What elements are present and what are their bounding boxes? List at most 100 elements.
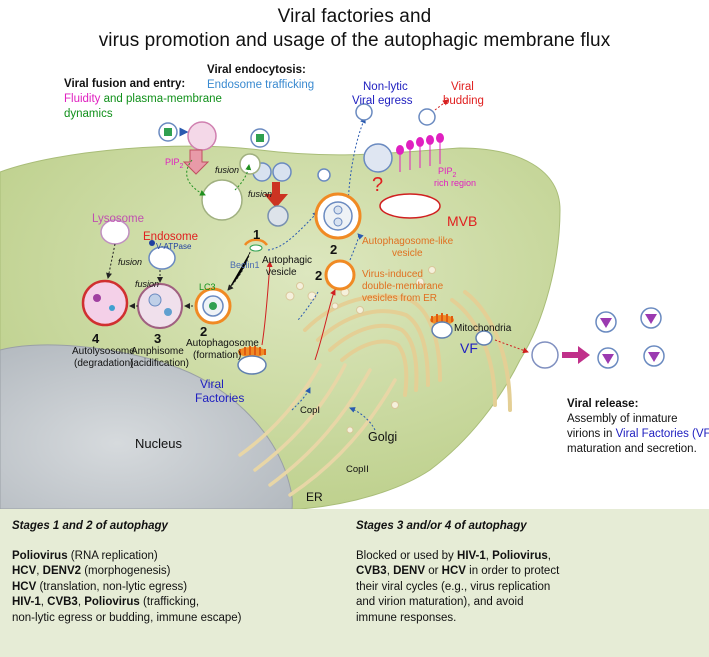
nonlytic-label-2: Viral egress: [352, 95, 413, 107]
bold-text: Poliovirus: [12, 549, 68, 562]
amphisome-label-2: (acidification): [130, 358, 189, 369]
viral-factory-left-vesicle: [237, 355, 267, 375]
text: (trafficking,: [139, 596, 200, 608]
text: non-lytic egress or budding, immune esca…: [12, 611, 242, 624]
autolysosome-label-2: (degradation): [74, 358, 134, 369]
stages-1-2-line: HCV, DENV2 (morphogenesis): [12, 564, 241, 580]
mitochondria: [475, 330, 493, 346]
lc3-label: LC3: [199, 282, 216, 292]
text: ,: [386, 565, 394, 577]
virus-induced-label-2: double-membrane: [362, 281, 444, 292]
dynamics-label: dynamics: [64, 108, 113, 120]
pip2-right: PIP2: [438, 165, 456, 182]
mitochondria-label: Mitochondria: [454, 323, 512, 334]
bold-text: HCV: [12, 565, 37, 577]
mvb-label: MVB: [447, 213, 478, 229]
bold-text: Poliovirus: [492, 549, 548, 562]
release-viral-factories: Viral Factories (VFs): [615, 428, 709, 440]
stages-3-4-line: their viral cycles (e.g., virus replicat…: [356, 580, 559, 596]
viral-budding-label-1: Viral: [451, 81, 474, 93]
stages-1-2-heading: Stages 1 and 2 of autophagy: [12, 520, 168, 532]
fusion-label-1: fusion: [215, 165, 240, 175]
diagram-title-line2: virus promotion and usage of the autopha…: [98, 30, 611, 51]
copi-label: CopI: [300, 405, 321, 416]
text: ,: [36, 565, 43, 577]
bold-text: Poliovirus: [84, 596, 140, 608]
stage-1-number: 1: [253, 227, 261, 242]
release-arrow: [562, 346, 590, 364]
stages-3-4-line: Blocked or used by HIV-1, Poliovirus,: [356, 549, 559, 565]
autophagosome-label-1: Autophagosome: [186, 338, 259, 349]
viral-release-heading: Viral release:: [567, 398, 639, 410]
text: (morphogenesis): [81, 565, 171, 577]
stages-3-4-line: and virion maturation), and avoid: [356, 595, 559, 611]
stage-3-number: 3: [154, 331, 162, 346]
stages-1-2-line: non-lytic egress or budding, immune esca…: [12, 611, 241, 627]
bold-text: DENV: [393, 565, 426, 577]
autolysosome-label-1: Autolysosome: [72, 346, 135, 357]
stages-3-4-line: immune responses.: [356, 611, 559, 627]
bold-text: CVB3: [356, 565, 387, 577]
viral-factory-left: [238, 346, 266, 357]
stage-2-number-b: 2: [315, 268, 323, 283]
autophagosome-like-label-1: Autophagosome-like: [362, 236, 454, 247]
release-line-1: Assembly of inmature: [567, 413, 678, 425]
pip2-left-text: PIP: [165, 157, 180, 167]
diagram-title-line1: Viral factories and: [277, 6, 432, 27]
autophagosome-like-vesicle: [314, 192, 362, 240]
stage-4-number: 4: [92, 331, 100, 346]
stages-1-2-line: HIV-1, CVB3, Poliovirus (trafficking,: [12, 595, 241, 611]
viral-factory-right: [430, 313, 454, 325]
viral-factories-label-2: Factories: [195, 391, 245, 405]
phagophore: [243, 238, 269, 246]
stage-2-number-c: 2: [200, 324, 208, 339]
autophagosome-label-2: (formation): [193, 350, 242, 361]
autophagic-vesicle-label-1: Autophagic: [262, 255, 313, 266]
nucleus-label: Nucleus: [135, 436, 182, 451]
nonlytic-label-1: Non-lytic: [363, 81, 408, 93]
text: (translation, non-lytic egress): [36, 580, 188, 593]
released-virions: [595, 307, 665, 369]
autophagic-vesicle-label-2: vesicle: [266, 267, 297, 278]
rich-region-label: rich region: [434, 178, 477, 188]
endosome: [148, 246, 176, 270]
fusion-label-3: fusion: [118, 257, 143, 267]
text: ,: [547, 549, 551, 562]
endosome-trafficking-label: Endosome trafficking: [207, 79, 315, 91]
fusion-label-2: fusion: [248, 189, 273, 199]
release-line-2: virions in Viral Factories (VFs),: [567, 428, 709, 441]
virus-induced-label-3: vesicles from ER: [362, 293, 438, 304]
autolysosome: [81, 279, 129, 327]
stages-3-4-heading: Stages 3 and/or 4 of autophagy: [356, 520, 527, 532]
stage-2-number-a: 2: [330, 242, 338, 257]
bold-text: CVB3: [47, 596, 78, 608]
viral-factories-label-1: Viral: [200, 377, 224, 391]
and-label: and: [100, 93, 127, 105]
golgi-stack: [303, 290, 512, 412]
endosome-label: Endosome: [143, 231, 198, 243]
text: immune responses.: [356, 611, 457, 624]
copii-label: CopII: [346, 464, 369, 475]
golgi-label: Golgi: [368, 430, 398, 444]
bold-text: HIV-1: [457, 549, 486, 562]
text: in order to protect: [465, 565, 560, 577]
text: Blocked or used by: [356, 549, 458, 562]
question-mark: ?: [372, 174, 384, 196]
fluidity-line: Fluidity and plasma-membrane: [64, 93, 222, 106]
stages-1-2-line: Poliovirus (RNA replication): [12, 549, 241, 565]
pip2-left-sub: 2: [179, 162, 184, 170]
bold-text: HIV-1: [12, 596, 41, 608]
viral-budding-label-2: budding: [443, 95, 484, 107]
text: their viral cycles (e.g., virus replicat…: [356, 580, 551, 593]
pip2-left: PIP2: [165, 156, 183, 173]
pip2-right-text: PIP: [438, 166, 453, 176]
bold-text: HCV: [12, 580, 37, 593]
text: or: [425, 565, 442, 577]
autophagosome: [194, 287, 232, 325]
release-line-3: maturation and secretion.: [567, 443, 697, 455]
pip2-right-sub: 2: [452, 171, 457, 179]
bold-text: HCV: [441, 565, 466, 577]
lysosome-label: Lysosome: [92, 213, 144, 225]
fusion-label-4: fusion: [135, 279, 160, 289]
budding-site: [363, 99, 449, 173]
